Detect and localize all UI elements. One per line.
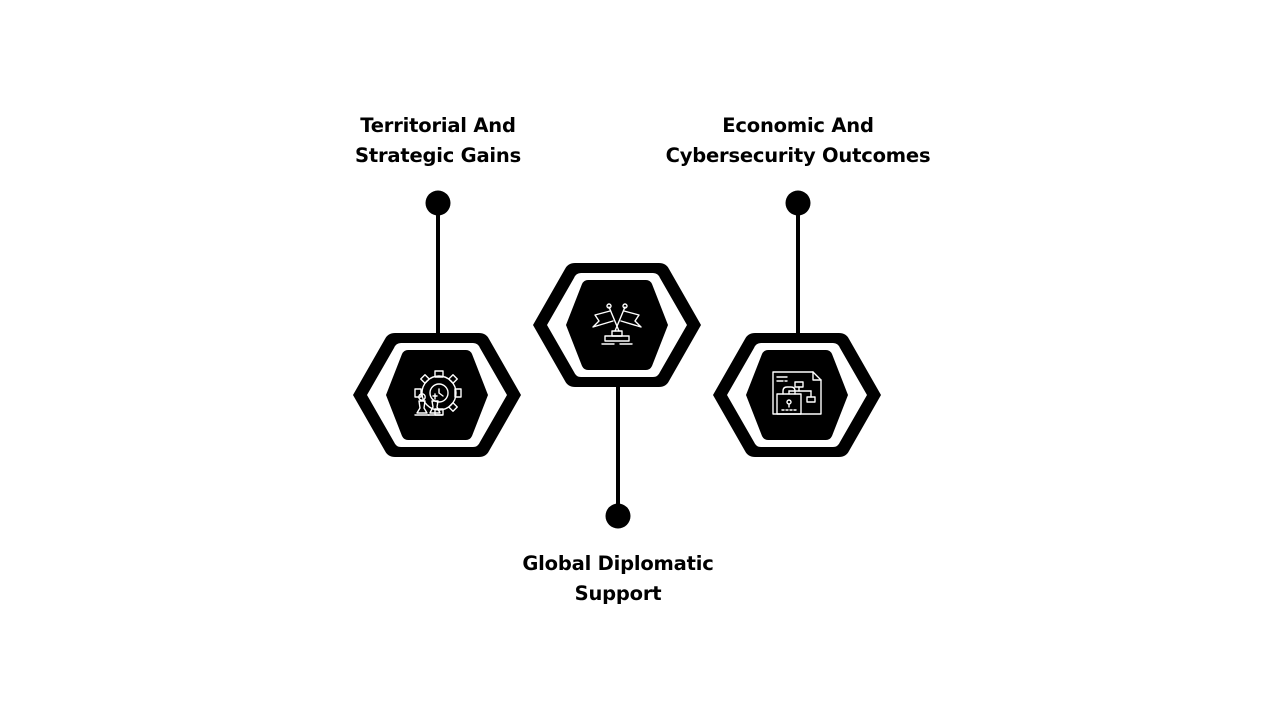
item-2-connector <box>605 384 631 529</box>
item-1-title-line-2: Strategic Gains <box>354 144 522 167</box>
item-1-hexagon <box>353 333 521 457</box>
item-1-connector-dot <box>425 190 451 216</box>
item-2-title-line-1: Global Diplomatic <box>522 552 714 575</box>
item-2-title-line-2: Support <box>574 582 662 605</box>
item-2-connector-dot <box>605 503 631 529</box>
item-1-title-line-1: Territorial And <box>360 114 516 137</box>
item-3-hexagon <box>713 333 881 457</box>
item-2-title: Global Diplomatic Support <box>498 549 738 609</box>
item-3-title-line-1: Economic And <box>722 114 874 137</box>
item-3-title: Economic And Cybersecurity Outcomes <box>638 111 958 171</box>
item-3-connector-dot <box>785 190 811 216</box>
item-3-title-line-2: Cybersecurity Outcomes <box>665 144 931 167</box>
item-1-connector <box>425 190 451 336</box>
gear-chess-pieces-icon <box>414 370 462 416</box>
secure-network-document-icon <box>772 371 822 415</box>
item-3-connector <box>785 190 811 336</box>
item-1-title: Territorial And Strategic Gains <box>318 111 558 171</box>
crossed-flags-icon <box>592 303 642 345</box>
item-2-hexagon <box>533 263 701 387</box>
